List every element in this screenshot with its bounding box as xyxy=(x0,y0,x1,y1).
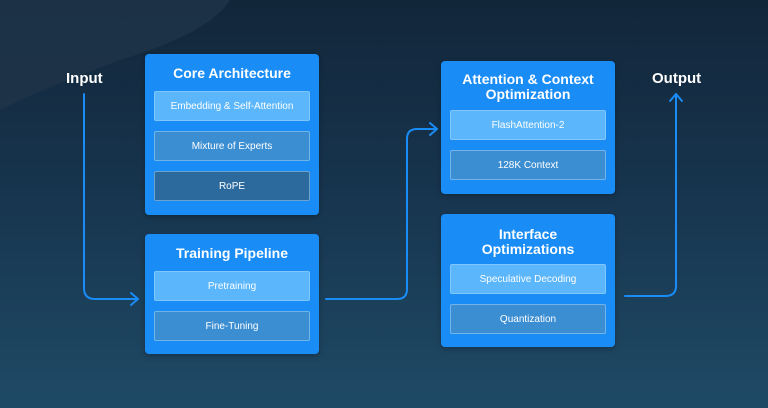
input-to-training-arrow xyxy=(83,93,139,300)
interface-optimizations-title-line1: Interface xyxy=(498,226,558,242)
attention-context-title-line2: Optimization xyxy=(485,86,571,102)
interface-optimizations-title: Interface Optimizations xyxy=(441,227,615,257)
rope-item: RoPE xyxy=(154,171,310,201)
training-pipeline-card: Training Pipeline Pretraining Fine-Tunin… xyxy=(145,234,319,354)
attention-context-title: Attention & Context Optimization xyxy=(441,72,615,102)
pretraining-item: Pretraining xyxy=(154,271,310,301)
context-128k-item: 128K Context xyxy=(450,150,606,180)
embedding-self-attention-item: Embedding & Self-Attention xyxy=(154,91,310,121)
quantization-item: Quantization xyxy=(450,304,606,334)
core-architecture-card: Core Architecture Embedding & Self-Atten… xyxy=(145,54,319,215)
fine-tuning-item: Fine-Tuning xyxy=(154,311,310,341)
core-architecture-title: Core Architecture xyxy=(173,65,291,81)
interface-optimizations-title-line2: Optimizations xyxy=(481,241,575,257)
training-to-attention-arrow xyxy=(325,128,438,300)
interface-optimizations-card: Interface Optimizations Speculative Deco… xyxy=(441,214,615,347)
speculative-decoding-item: Speculative Decoding xyxy=(450,264,606,294)
output-label: Output xyxy=(652,70,702,87)
attention-context-title-line1: Attention & Context xyxy=(462,71,594,87)
flashattention-item: FlashAttention-2 xyxy=(450,110,606,140)
attention-context-card: Attention & Context Optimization FlashAt… xyxy=(441,61,615,194)
mixture-of-experts-item: Mixture of Experts xyxy=(154,131,310,161)
input-label: Input xyxy=(66,70,103,87)
interface-to-output-arrow xyxy=(624,93,677,297)
training-pipeline-title: Training Pipeline xyxy=(175,245,289,261)
